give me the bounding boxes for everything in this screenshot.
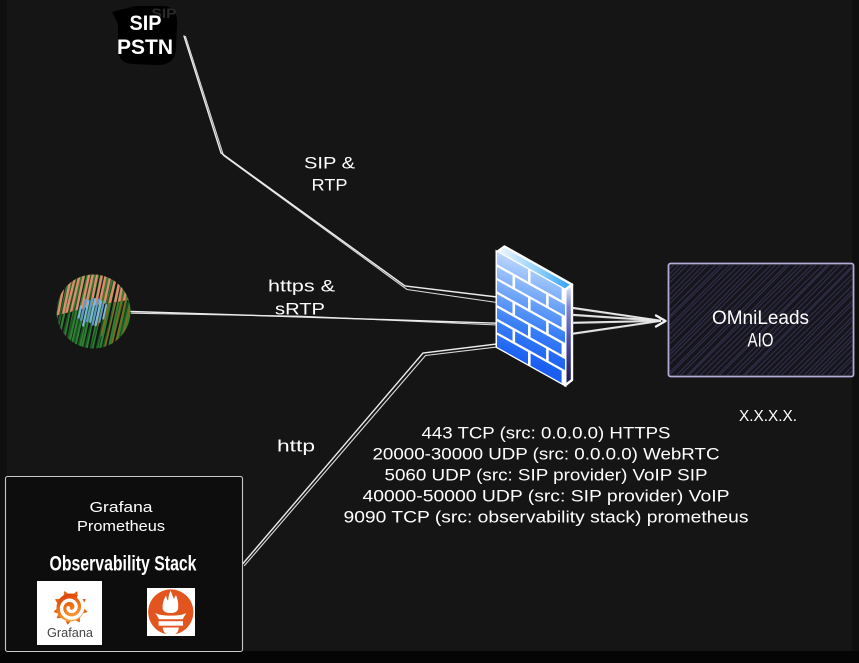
svg-text:Grafana: Grafana	[90, 499, 154, 516]
svg-text:5060 UDP (src: SIP provider) V: 5060 UDP (src: SIP provider) VoIP SIP	[385, 466, 708, 485]
svg-text:SIP: SIP	[130, 12, 162, 35]
svg-text:sRTP: sRTP	[275, 300, 325, 319]
svg-text:OMniLeads: OMniLeads	[712, 308, 809, 329]
svg-text:Observability Stack: Observability Stack	[50, 553, 197, 576]
svg-text:RTP: RTP	[312, 176, 348, 195]
svg-text:PSTN: PSTN	[119, 38, 175, 61]
svg-text:X.X.X.X.: X.X.X.X.	[739, 408, 797, 425]
svg-text:Prometheus: Prometheus	[77, 518, 165, 535]
svg-text:SIP &: SIP &	[304, 154, 356, 173]
svg-text:443 TCP (src: 0.0.0.0) HTTPS: 443 TCP (src: 0.0.0.0) HTTPS	[422, 424, 671, 443]
svg-text:https &: https &	[268, 277, 336, 296]
svg-text:PSTN: PSTN	[117, 36, 173, 59]
svg-text:40000-50000 UDP (src: SIP prov: 40000-50000 UDP (src: SIP provider) VoIP	[363, 487, 730, 506]
svg-text:SIP: SIP	[131, 14, 163, 37]
svg-text:SIP: SIP	[152, 5, 177, 21]
svg-text:AIO: AIO	[748, 331, 774, 352]
svg-text:Grafana: Grafana	[47, 626, 93, 640]
svg-text:9090 TCP (src: observability s: 9090 TCP (src: observability stack) prom…	[344, 508, 749, 527]
svg-text:http: http	[277, 437, 315, 456]
svg-text:20000-30000 UDP (src: 0.0.0.0): 20000-30000 UDP (src: 0.0.0.0) WebRTC	[373, 445, 720, 464]
